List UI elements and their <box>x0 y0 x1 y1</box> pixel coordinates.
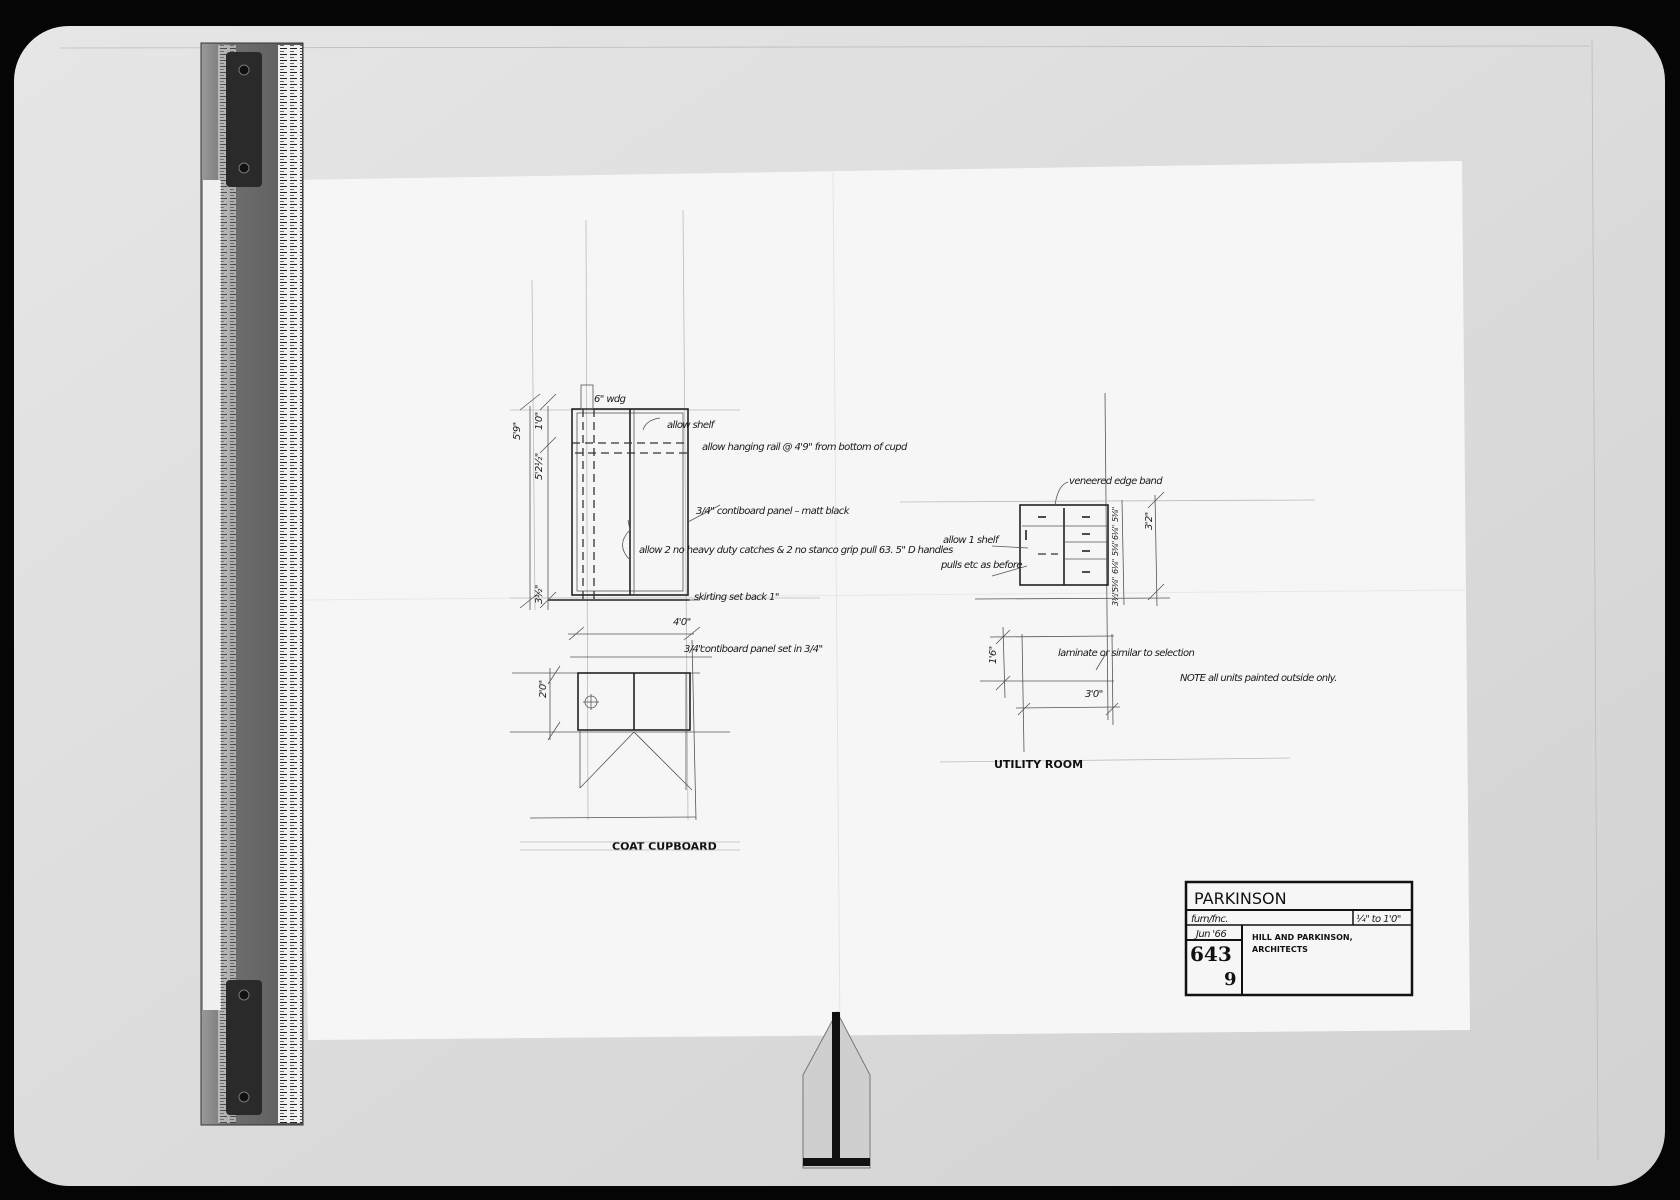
drawing-sheet <box>291 161 1470 1040</box>
note-edge-band: veneered edge band <box>1069 476 1163 487</box>
job-number: 643 <box>1190 942 1232 966</box>
drawing-scale: ¼" to 1'0" <box>1356 913 1401 925</box>
drawing-date: Jun '66 <box>1194 929 1226 940</box>
note-plan-panel: contiboard panel set in 3/4" <box>700 644 822 655</box>
project-name: PARKINSON <box>1194 889 1287 908</box>
drawing-subject: furn/fnc. <box>1191 914 1228 925</box>
coat-cupboard-elevation <box>510 209 820 821</box>
note-wedge: 6" wdg <box>594 394 626 405</box>
drawer-dim: 6⅛" <box>1111 559 1120 574</box>
note-pulls: pulls etc as before <box>940 560 1022 571</box>
firm-subtitle: ARCHITECTS <box>1252 945 1308 954</box>
dim-top: 1'0" <box>534 412 545 430</box>
note-allow-1-shelf: allow 1 shelf <box>943 535 1000 546</box>
note-panel: 3/4" contiboard panel – matt black <box>696 506 851 517</box>
drawer-dim: 6⅛" <box>1111 525 1120 540</box>
sheet-number: 9 <box>1224 969 1237 990</box>
ruler-clip-top <box>226 52 262 187</box>
dim-depth: 2'0" <box>538 680 549 698</box>
general-note: NOTE all units painted outside only. <box>1180 673 1337 684</box>
note-hanging-rail: allow hanging rail @ 4'9" from bottom of… <box>702 442 908 453</box>
drawer-dim: 5⅜" <box>1111 541 1120 556</box>
dim-body: 5'2½" <box>533 453 545 480</box>
drawer-dim: 3½" <box>1111 591 1120 606</box>
utility-room-elevation <box>899 392 1316 721</box>
dim-overall-height: 5'9" <box>512 422 523 440</box>
note-allow-shelf: allow shelf <box>667 420 716 431</box>
dim-width: 4'0" <box>673 617 691 628</box>
note-catches: allow 2 no heavy duty catches & 2 no sta… <box>639 545 953 556</box>
note-skirting: skirting set back 1" <box>694 592 779 603</box>
firm-name: HILL AND PARKINSON, <box>1252 933 1353 942</box>
title-block <box>1184 880 1414 997</box>
drawer-dim: 5⅜" <box>1111 507 1120 522</box>
coat-cupboard-plan <box>510 626 730 821</box>
dim-base: 3½" <box>533 585 545 604</box>
dim-height: 3'2" <box>1144 512 1155 530</box>
dim-utility-depth: 1'6" <box>988 646 999 664</box>
registration-pin <box>802 1010 871 1169</box>
utility-room-plan <box>939 626 1291 763</box>
ruler-clip-bottom <box>226 980 262 1115</box>
drawer-dim: 5⅜" <box>1111 577 1120 592</box>
scale-ruler[interactable] <box>200 42 304 1126</box>
dim-utility-width: 3'0" <box>1085 689 1103 700</box>
dim-panel: 3/4" <box>684 644 702 655</box>
drawer-dims: 5⅜" 6⅛" 5⅜" 6⅛" 5⅜" 3½" <box>1111 507 1120 606</box>
utility-room-title: UTILITY ROOM <box>994 758 1083 771</box>
note-laminate: laminate or similar to selection <box>1058 648 1194 659</box>
